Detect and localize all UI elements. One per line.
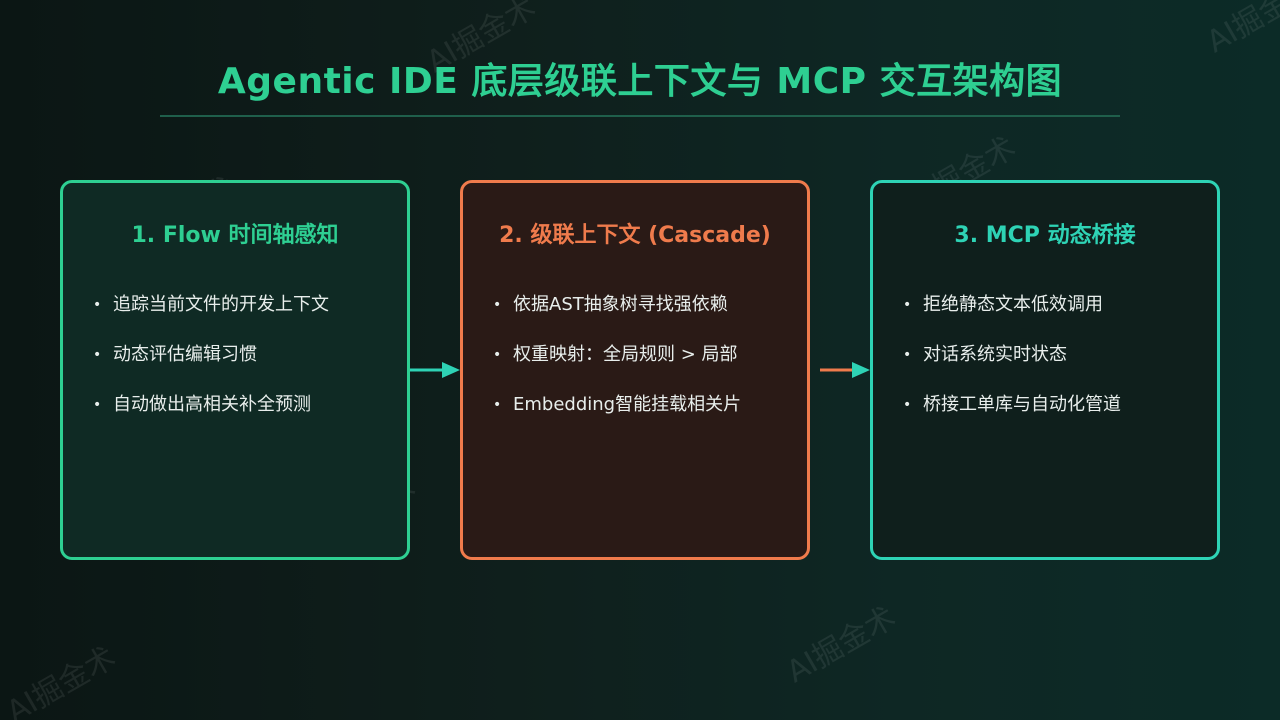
arrow-right-icon xyxy=(820,362,870,378)
card-bullet: 动态评估编辑习惯 xyxy=(89,341,329,391)
card-title: 2. 级联上下文 (Cascade) xyxy=(499,223,771,248)
watermark: AI掘金术 xyxy=(780,600,902,691)
arrow-right-icon xyxy=(410,362,460,378)
card-mcp-bridge: 3. MCP 动态桥接 拒绝静态文本低效调用 对话系统实时状态 桥接工单库与自动… xyxy=(870,180,1220,560)
card-bullet: 拒绝静态文本低效调用 xyxy=(899,291,1121,341)
card-bullet: 权重映射：全局规则 > 局部 xyxy=(489,341,741,391)
card-bullet: 桥接工单库与自动化管道 xyxy=(899,391,1121,441)
card-cascade-context: 2. 级联上下文 (Cascade) 依据AST抽象树寻找强依赖 权重映射：全局… xyxy=(460,180,810,560)
card-bullet: 追踪当前文件的开发上下文 xyxy=(89,291,329,341)
card-flow-timeline: 1. Flow 时间轴感知 追踪当前文件的开发上下文 动态评估编辑习惯 自动做出… xyxy=(60,180,410,560)
title-divider xyxy=(160,115,1120,117)
card-bullet-list: 拒绝静态文本低效调用 对话系统实时状态 桥接工单库与自动化管道 xyxy=(899,291,1121,441)
watermark: AI掘金术 xyxy=(0,640,122,720)
card-bullet: 依据AST抽象树寻找强依赖 xyxy=(489,291,741,341)
card-title: 1. Flow 时间轴感知 xyxy=(131,223,339,248)
card-bullet: Embedding智能挂载相关片 xyxy=(489,391,741,441)
diagram-title: Agentic IDE 底层级联上下文与 MCP 交互架构图 xyxy=(217,61,1063,102)
card-bullet: 对话系统实时状态 xyxy=(899,341,1121,391)
card-bullet-list: 追踪当前文件的开发上下文 动态评估编辑习惯 自动做出高相关补全预测 xyxy=(89,291,329,441)
card-title: 3. MCP 动态桥接 xyxy=(954,223,1136,248)
card-bullet-list: 依据AST抽象树寻找强依赖 权重映射：全局规则 > 局部 Embedding智能… xyxy=(489,291,741,441)
card-bullet: 自动做出高相关补全预测 xyxy=(89,391,329,441)
